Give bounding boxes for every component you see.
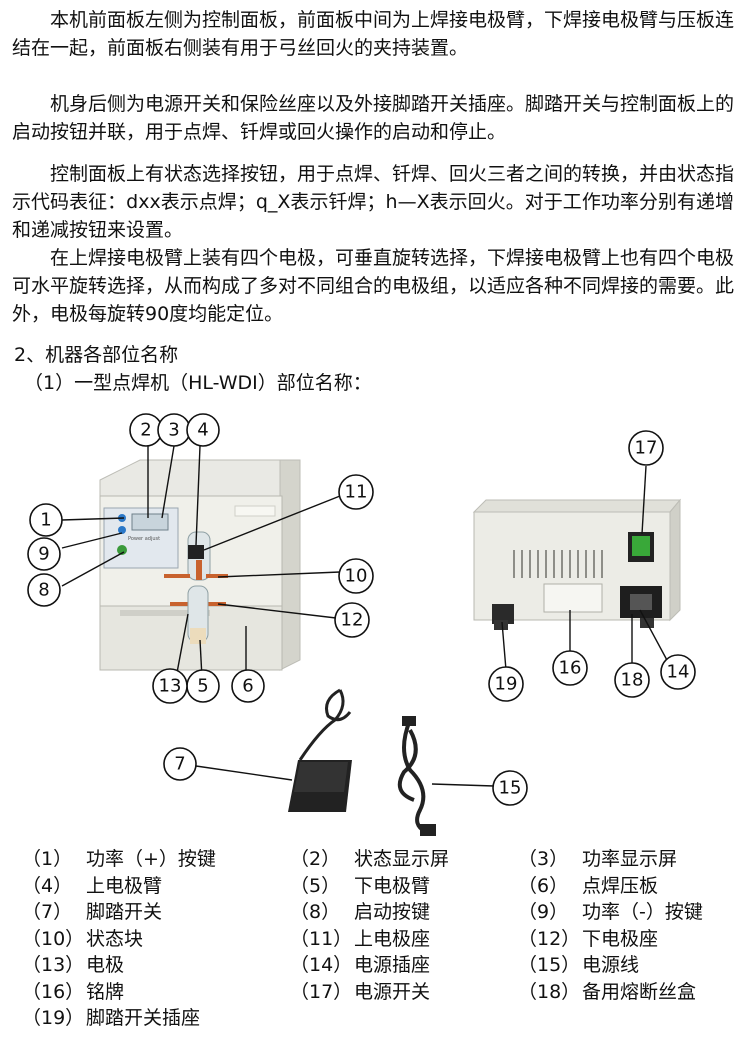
- callout-1: 1: [29, 503, 63, 537]
- svg-text:19: 19: [495, 674, 518, 695]
- callout-17: 17: [628, 430, 664, 466]
- svg-text:15: 15: [499, 778, 522, 799]
- callout-12: 12: [334, 602, 370, 638]
- parts-list-item: （19）脚踏开关插座: [22, 1007, 201, 1029]
- svg-text:1: 1: [40, 510, 51, 531]
- svg-text:3: 3: [168, 420, 179, 441]
- callout-18: 18: [614, 662, 650, 698]
- callout-2: 2: [129, 413, 163, 447]
- svg-text:18: 18: [621, 670, 644, 691]
- callout-6: 6: [231, 669, 265, 703]
- foot-switch-image: [288, 688, 352, 812]
- parts-list-item: （13）电极: [22, 954, 125, 976]
- parts-list-item: （18）备用熔断丝盒: [518, 980, 697, 1003]
- parts-list-item: （7）脚踏开关: [22, 901, 163, 923]
- callout-14: 14: [660, 654, 696, 690]
- callout-11: 11: [338, 474, 374, 510]
- parts-list-item: （4）上电极臂: [22, 874, 163, 897]
- parts-list-item: （2）状态显示屏: [290, 848, 450, 870]
- callout-19: 19: [488, 666, 524, 702]
- intro-paragraph-front-panel: 本机前面板左侧为控制面板，前面板中间为上焊接电极臂，下焊接电极臂与压板连结在一起…: [12, 9, 735, 59]
- parts-list: （1）功率（+）按键 （2）状态显示屏 （3）功率显示屏 （4）上电极臂 （5）…: [22, 846, 742, 1032]
- intro-paragraph-electrodes: 在上焊接电极臂上装有四个电极，可垂直旋转选择，下焊接电极臂上也有四个电极可水平旋…: [12, 247, 735, 325]
- callout-16: 16: [552, 650, 588, 686]
- parts-list-item: （15）电源线: [518, 954, 640, 976]
- parts-list-item: （5）下电极臂: [290, 874, 431, 897]
- parts-list-item: （12）下电极座: [518, 927, 659, 950]
- sub-heading: （1）一型点焊机（HL-WDⅠ）部位名称：: [24, 372, 372, 394]
- svg-text:6: 6: [242, 676, 253, 697]
- parts-list-item: （14）电源插座: [290, 954, 431, 976]
- rear-machine-image: [472, 498, 682, 630]
- svg-text:14: 14: [667, 662, 690, 683]
- callout-8: 8: [27, 573, 61, 607]
- callout-10: 10: [338, 558, 374, 594]
- parts-list-item: （9）功率（-）按键: [518, 901, 703, 923]
- callout-3: 3: [157, 413, 191, 447]
- svg-text:4: 4: [197, 420, 208, 441]
- parts-list-item: （8）启动按键: [290, 901, 431, 923]
- svg-text:12: 12: [341, 610, 364, 631]
- parts-list-item: （16）铭牌: [22, 980, 125, 1003]
- svg-text:5: 5: [197, 676, 208, 697]
- machine-parts-figure: Power adjust: [27, 413, 696, 836]
- callout-5: 5: [186, 669, 220, 703]
- parts-list-item: （10）状态块: [22, 927, 144, 950]
- section-heading: 2、机器各部位名称: [14, 344, 179, 366]
- svg-text:9: 9: [38, 544, 49, 565]
- svg-text:11: 11: [345, 482, 368, 503]
- parts-list-item: （3）功率显示屏: [518, 848, 678, 870]
- callout-4: 4: [186, 413, 220, 447]
- parts-list-item: （17）电源开关: [290, 980, 431, 1003]
- callout-7: 7: [163, 747, 197, 781]
- svg-text:2: 2: [140, 420, 151, 441]
- parts-list-item: （1）功率（+）按键: [22, 848, 216, 870]
- intro-paragraph-control-panel: 控制面板上有状态选择按钮，用于点焊、钎焊、回火三者之间的转换，并由状态指示代码表…: [12, 163, 735, 241]
- svg-text:7: 7: [174, 754, 185, 775]
- front-machine-image: Power adjust: [99, 459, 301, 671]
- svg-text:17: 17: [635, 438, 658, 459]
- svg-text:13: 13: [159, 676, 182, 697]
- callout-13: 13: [152, 668, 188, 704]
- svg-text:16: 16: [559, 658, 582, 679]
- callout-15: 15: [492, 770, 528, 806]
- power-cord-image: [397, 716, 436, 836]
- svg-text:10: 10: [345, 566, 368, 587]
- svg-text:8: 8: [38, 580, 49, 601]
- intro-paragraph-rear-panel: 机身后侧为电源开关和保险丝座以及外接脚踏开关插座。脚踏开关与控制面板上的启动按钮…: [12, 93, 735, 143]
- parts-list-item: （11）上电极座: [290, 927, 431, 950]
- front-panel-label: Power adjust: [128, 536, 160, 542]
- callout-9: 9: [27, 537, 61, 571]
- parts-list-item: （6）点焊压板: [518, 874, 659, 897]
